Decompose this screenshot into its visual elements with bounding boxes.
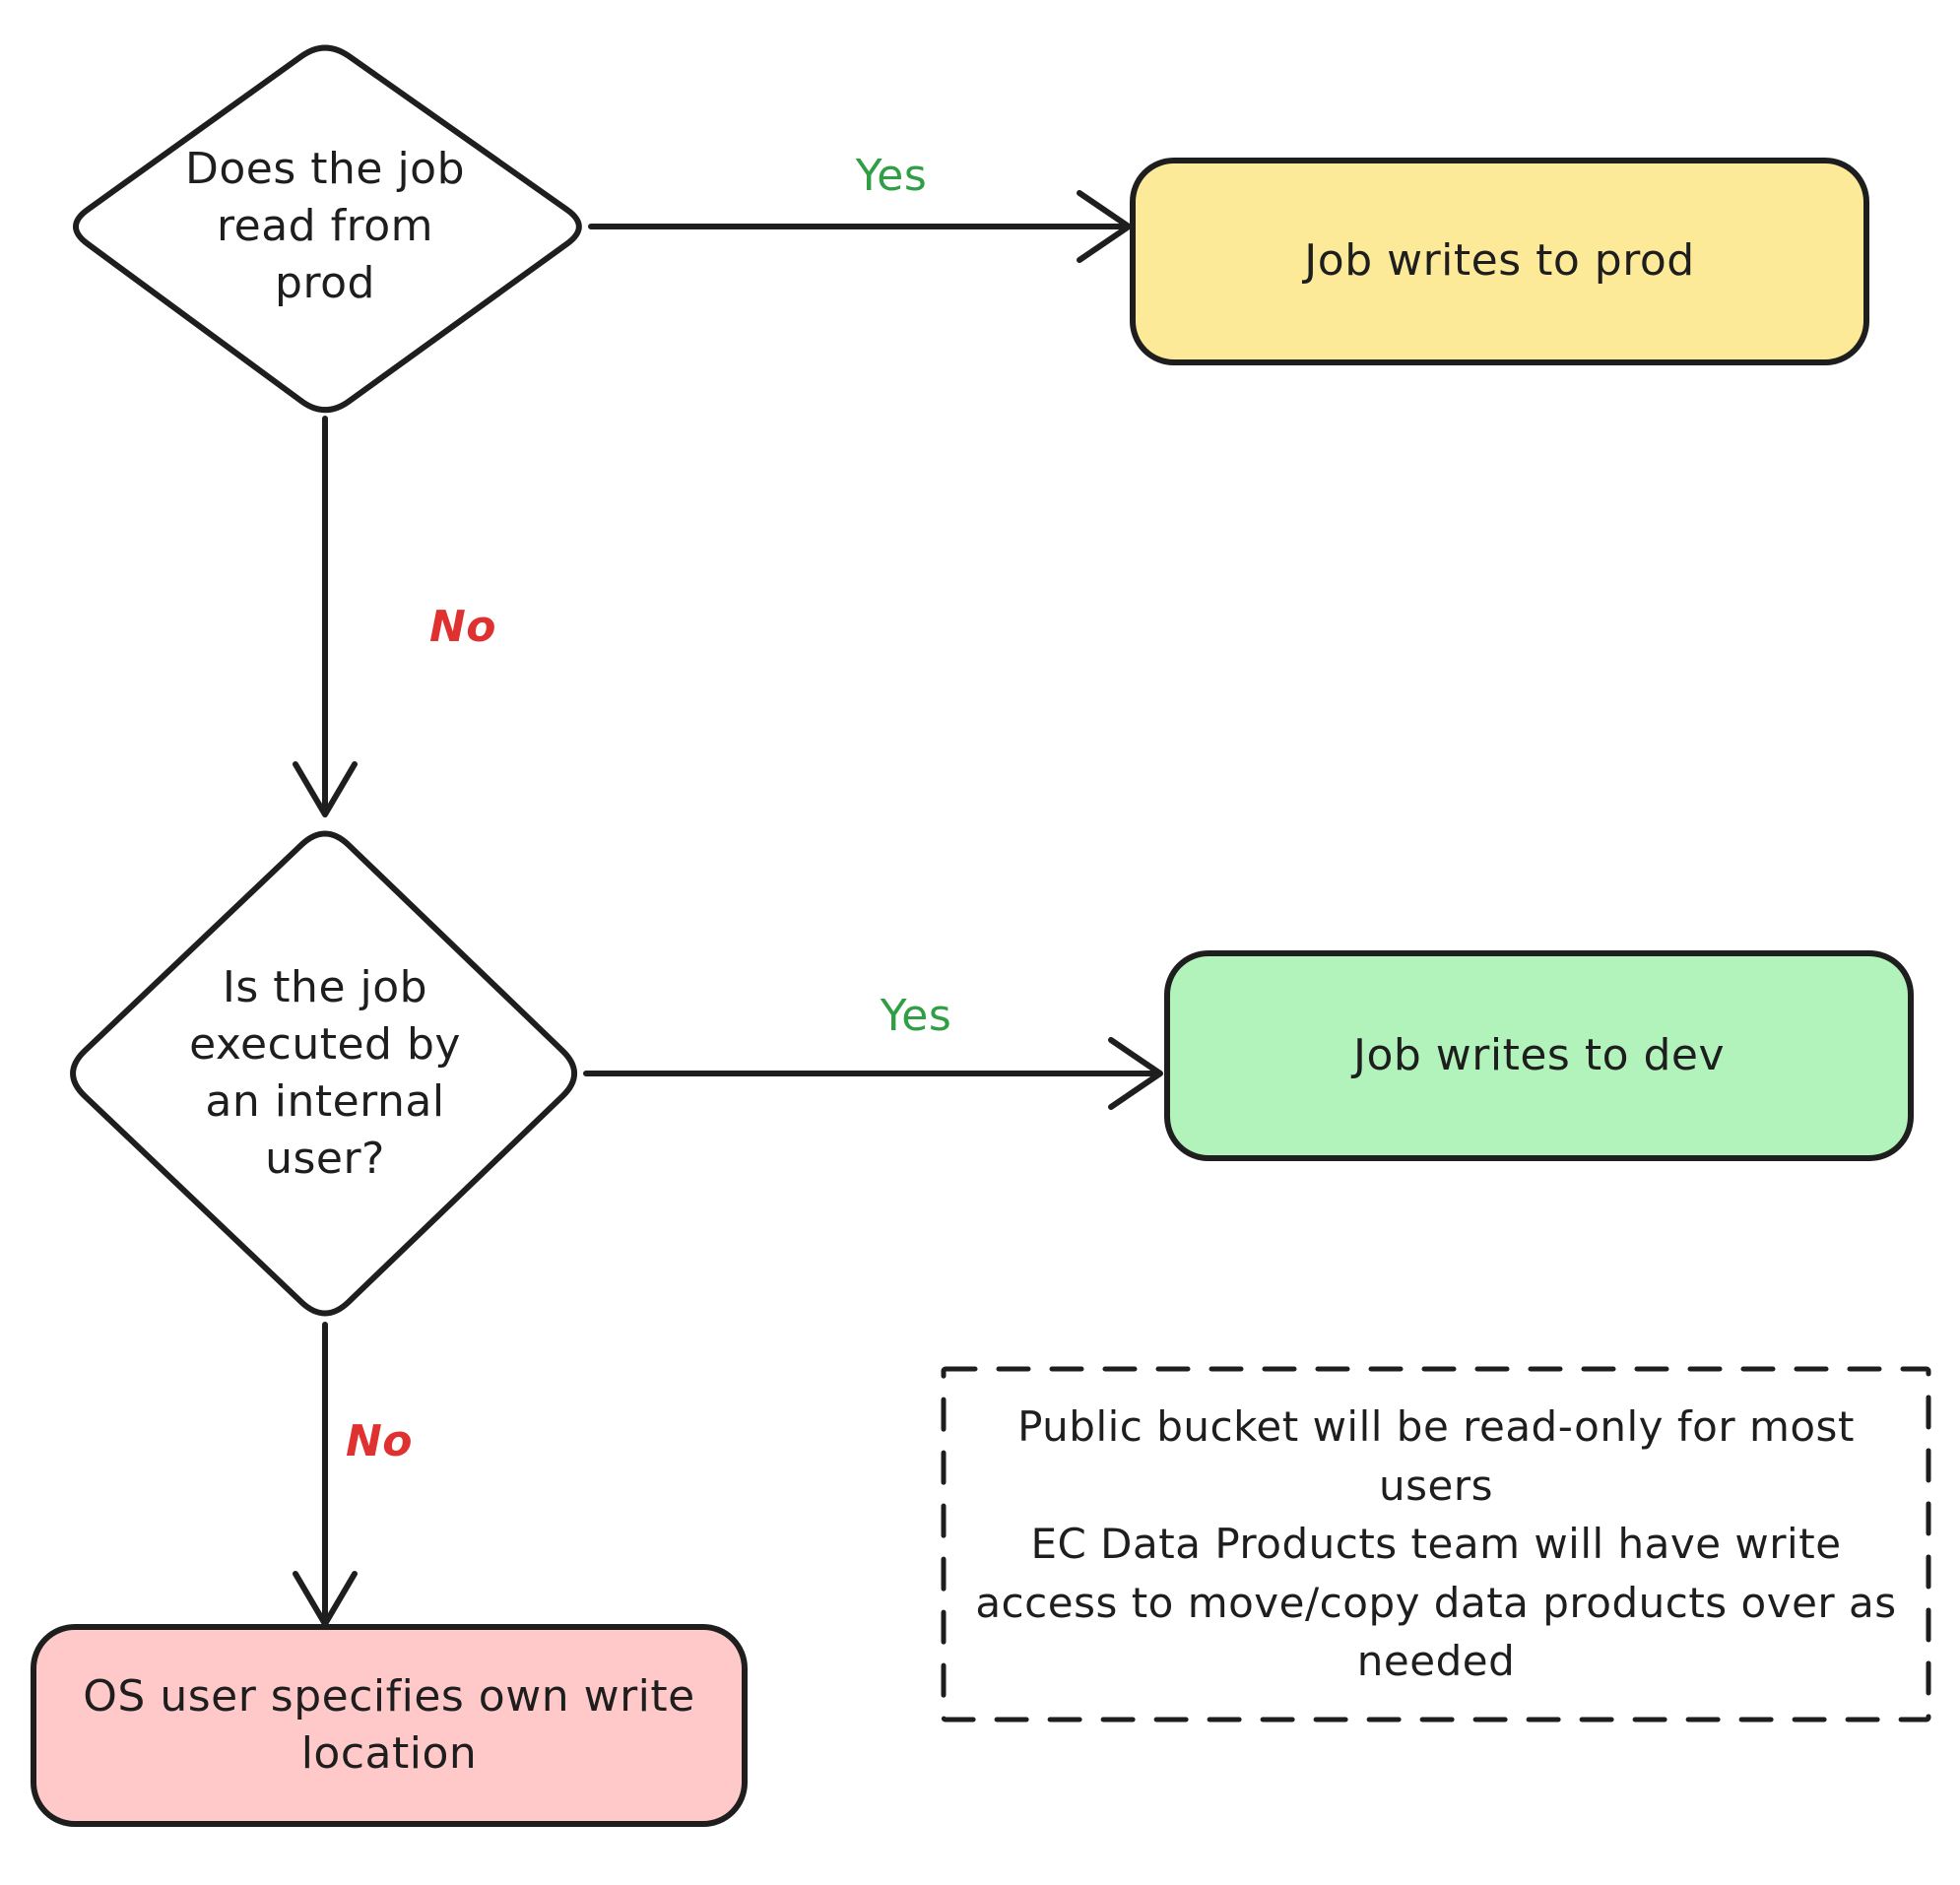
decision-read-prod-label: Does the job read from prod <box>184 143 466 309</box>
outcome-prod-label: Job writes to prod <box>1304 235 1695 287</box>
outcome-dev-label: Job writes to dev <box>1352 1029 1726 1080</box>
edge-label-yes-1: Yes <box>855 151 928 201</box>
arrow-yes-to-dev <box>583 1037 1163 1110</box>
arrow-yes-to-prod <box>588 190 1132 263</box>
decision-diamond-internal-user <box>70 830 578 1317</box>
arrow-no-to-os-user <box>293 1322 358 1627</box>
edge-label-yes-2: Yes <box>880 991 952 1041</box>
edge-label-no-2: No <box>345 1416 414 1466</box>
note-line-2: EC Data Products team will have write ac… <box>975 1520 1897 1686</box>
outcome-box-os-user <box>31 1624 748 1827</box>
arrow-no-to-decision2 <box>293 416 358 817</box>
outcome-box-prod <box>1130 158 1869 365</box>
decision-diamond-read-prod <box>72 44 582 414</box>
outcome-box-dev <box>1164 950 1914 1161</box>
note-line-1: Public bucket will be read-only for most… <box>1017 1401 1855 1510</box>
note-box-border <box>941 1366 1931 1722</box>
decision-internal-user-label: Is the job executed by an internal user? <box>189 961 461 1185</box>
outcome-os-user-label: OS user specifies own write location <box>83 1670 695 1779</box>
edge-label-no-1: No <box>428 602 497 652</box>
note-box-text: Public bucket will be read-only for most… <box>944 1369 1928 1720</box>
